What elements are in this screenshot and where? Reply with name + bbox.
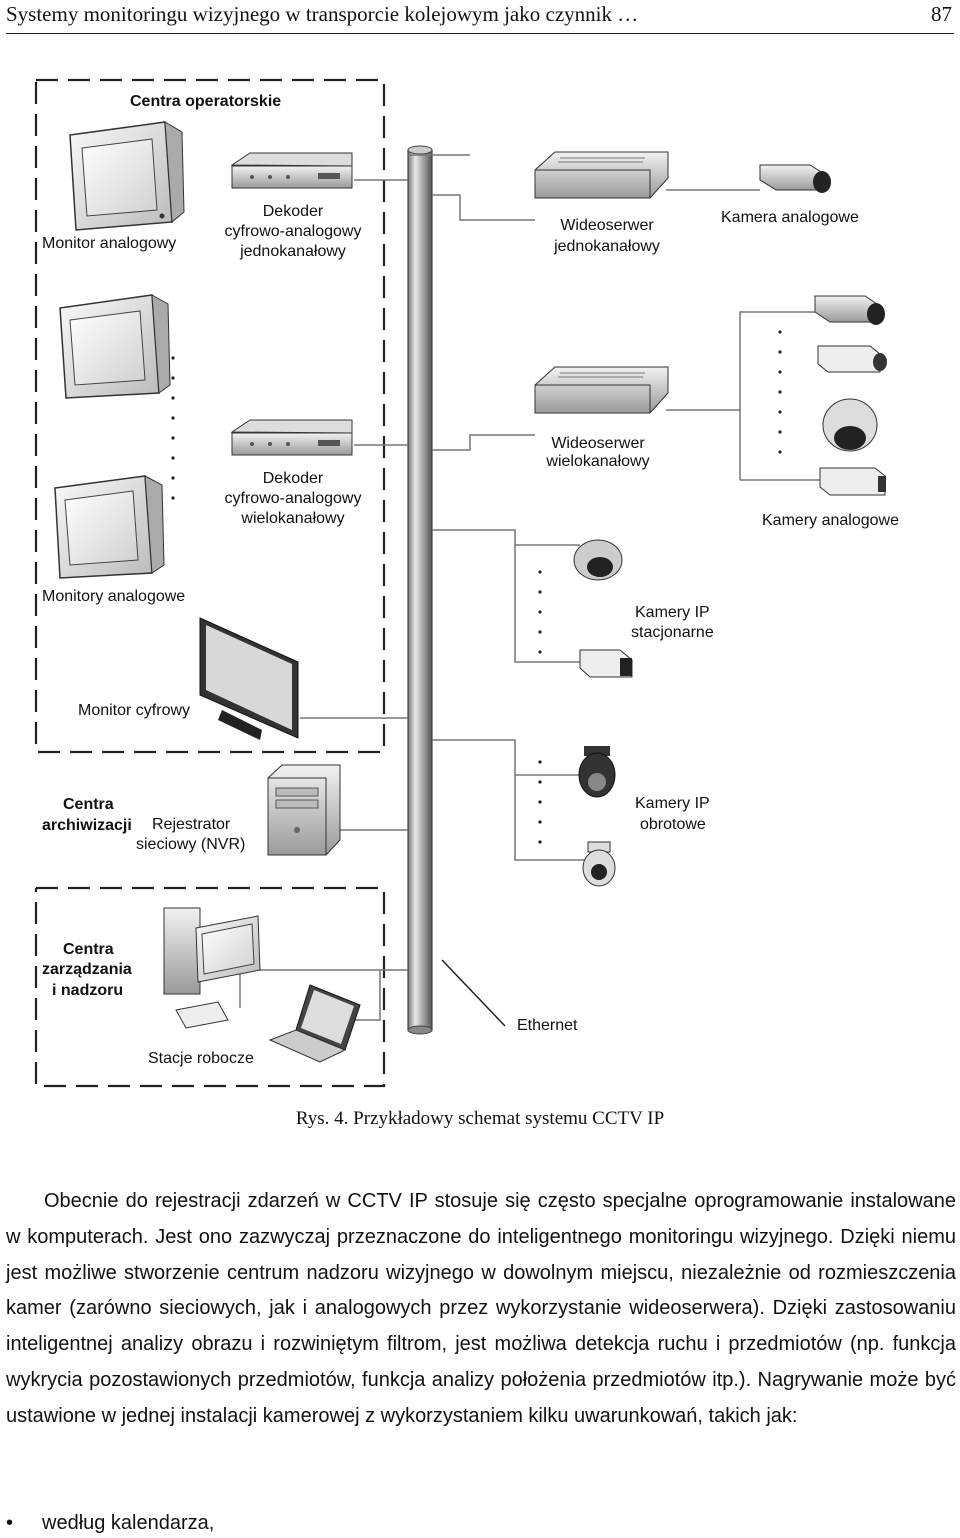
analog-monitor-2-icon (59, 294, 171, 399)
videoserver-multi-icon (534, 366, 669, 414)
label-videoserver2-l2: wielokanałowy (545, 453, 649, 470)
label-nvr-l1: Rejestrator (152, 816, 231, 833)
connection-lines (239, 154, 820, 1021)
label-videoserver2-l1: Wideoserwer (551, 435, 645, 452)
label-mgmt-l3: i nadzoru (52, 982, 123, 999)
label-analog-cameras: Kamery analogowe (762, 512, 899, 529)
bullet-dot-icon: • (6, 1512, 14, 1534)
decoder-single-icon (230, 152, 353, 189)
digital-monitor-icon (199, 617, 299, 740)
label-videoserver1-l1: Wideoserwer (560, 217, 654, 234)
monitors-ellipsis (171, 356, 175, 500)
label-ethernet: Ethernet (517, 1017, 578, 1034)
ip-fixed-ellipsis (538, 570, 542, 654)
running-header-title: Systemy monitoringu wizyjnego w transpor… (6, 2, 639, 26)
analog-camera-icon (759, 164, 831, 193)
operator-centers-box (34, 78, 386, 754)
label-mgmt-l1: Centra (63, 941, 114, 958)
analog-cameras-ellipsis (778, 330, 782, 454)
ethernet-backbone (407, 145, 433, 1035)
label-analog-monitor: Monitor analogowy (42, 235, 176, 252)
label-decoder2-l2: cyfrowo-analogowy (225, 490, 362, 507)
label-archive-l1: Centra (63, 796, 114, 813)
body-paragraph: Obecnie do rejestracji zdarzeń w CCTV IP… (6, 1190, 956, 1427)
workstation-desktop-icon (163, 907, 261, 1029)
ethernet-pointer (441, 959, 506, 1027)
label-archive-l2: archiwizacji (42, 817, 132, 834)
ip-ptz-cameras-icons (578, 746, 616, 887)
label-ip-fixed-l1: Kamery IP (635, 604, 710, 621)
analog-cameras-icons (814, 295, 887, 496)
figure-caption: Rys. 4. Przykładowy schemat systemu CCTV… (295, 1108, 665, 1129)
label-mgmt-l2: zarządzania (42, 961, 132, 978)
label-ip-fixed-l2: stacjonarne (631, 624, 714, 641)
label-nvr-l2: sieciowy (NVR) (136, 836, 245, 853)
label-workstations: Stacje robocze (148, 1050, 254, 1067)
body-paragraph-container: Obecnie do rejestracji zdarzeń w CCTV IP… (6, 1184, 956, 1435)
label-digital-monitor: Monitor cyfrowy (78, 702, 190, 719)
bullet-item: • według kalendarza, (6, 1508, 214, 1538)
label-ip-ptz-l2: obrotowe (640, 816, 706, 833)
label-decoder1-l3: jednokanałowy (239, 243, 346, 260)
decoder-multi-icon (230, 419, 353, 456)
bullet-text: według kalendarza, (42, 1512, 215, 1534)
laptop-icon (268, 984, 361, 1063)
label-analog-monitors: Monitory analogowe (42, 588, 185, 605)
label-decoder1-l2: cyfrowo-analogowy (225, 223, 362, 240)
label-operator-centers: Centra operatorskie (130, 93, 281, 110)
ip-ptz-ellipsis (538, 760, 542, 844)
label-decoder1-l1: Dekoder (263, 203, 324, 220)
label-decoder2-l1: Dekoder (263, 470, 324, 487)
label-ip-ptz-l1: Kamery IP (635, 795, 710, 812)
label-videoserver1-l2: jednokanałowy (553, 238, 660, 255)
ip-fixed-cameras-icons (573, 539, 633, 678)
cctv-ip-diagram: Centra operatorskie Monitor analogowy De… (34, 78, 899, 1088)
page-number: 87 (931, 2, 952, 26)
management-centers-box (34, 886, 386, 1088)
label-decoder2-l3: wielokanałowy (240, 510, 344, 527)
videoserver-single-icon (534, 151, 669, 199)
analog-monitor-3-icon (54, 475, 165, 579)
analog-monitor-icon (69, 121, 185, 231)
header-rule (6, 33, 954, 34)
nvr-server-icon (267, 764, 341, 856)
label-analog-camera: Kamera analogowe (721, 209, 859, 226)
